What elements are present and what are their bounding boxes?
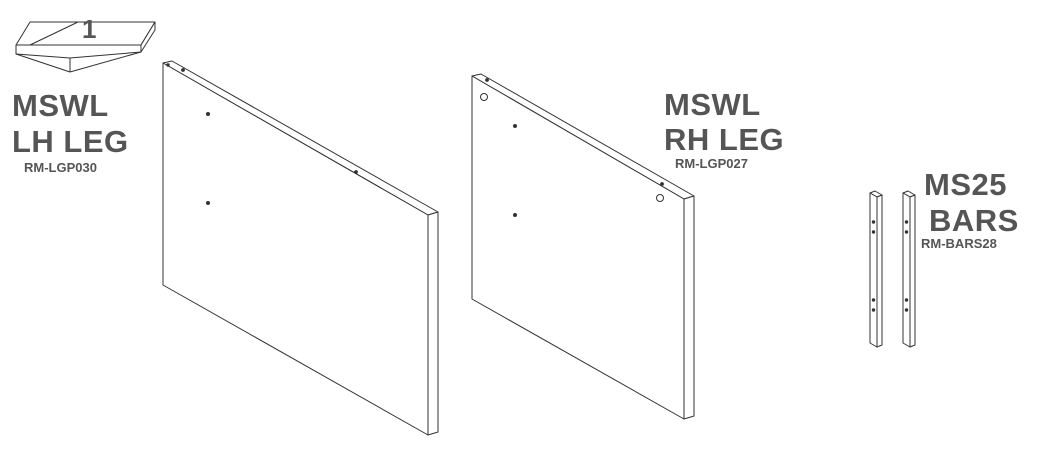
lh-leg-name-line1: MSWL — [12, 88, 109, 123]
box-number: 1 — [82, 14, 97, 44]
bars-name-line2: BARS — [929, 203, 1019, 238]
bars-name-line1: MS25 — [924, 167, 1007, 202]
lh-leg-code: RM-LGP030 — [24, 160, 97, 175]
box-icon — [15, 21, 156, 73]
rh-leg-code: RM-LGP027 — [675, 156, 748, 171]
rh-leg-panel — [471, 73, 695, 420]
bar-right — [902, 190, 916, 348]
bar-left — [869, 190, 883, 348]
bars-code: RM-BARS28 — [921, 236, 997, 251]
rh-leg-name-line2: RH LEG — [664, 122, 785, 157]
lh-leg-panel — [162, 60, 439, 436]
rh-leg-name-line1: MSWL — [664, 87, 761, 122]
lh-leg-name-line2: LH LEG — [12, 124, 129, 159]
